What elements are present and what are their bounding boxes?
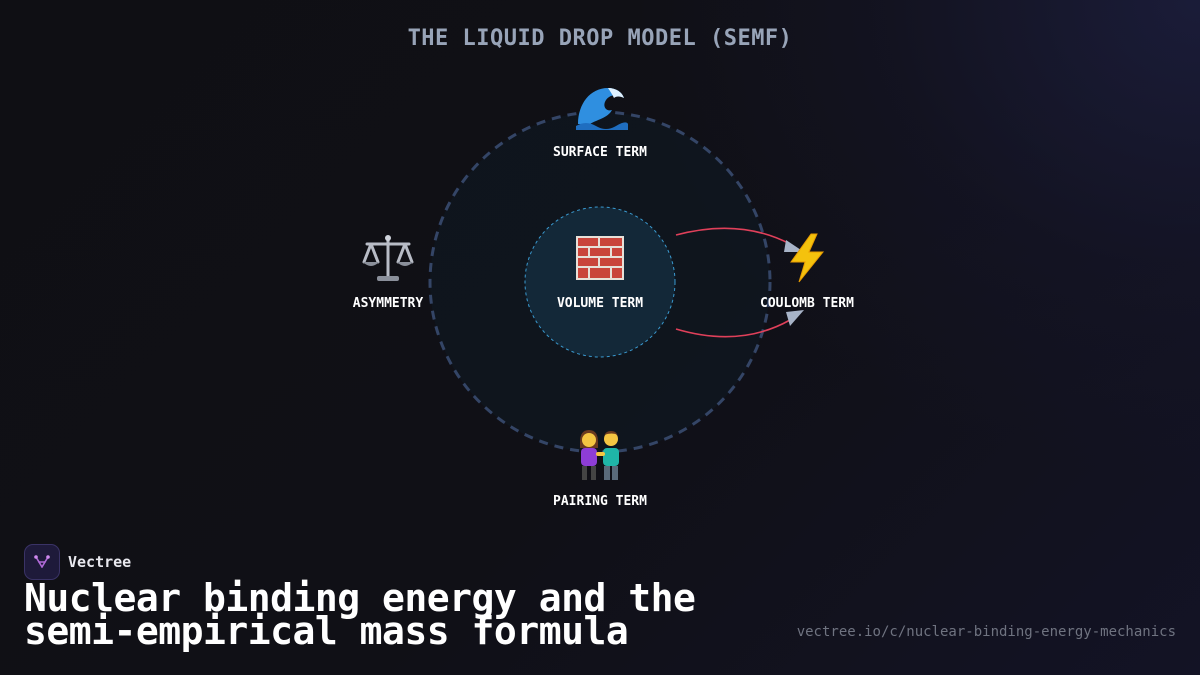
headline-line-1: Nuclear binding energy and the	[24, 576, 696, 620]
brand-name: Vectree	[68, 553, 132, 571]
vectree-logo-icon	[24, 544, 60, 580]
asymmetry-term-label: ASYMMETRY	[353, 296, 424, 311]
brand: Vectree	[24, 544, 131, 580]
source-url: vectree.io/c/nuclear-binding-energy-mech…	[796, 624, 1176, 640]
inner-ring	[524, 206, 676, 358]
edge-volume-coulomb-lower	[675, 319, 791, 338]
surface-term-label: SURFACE TERM	[553, 145, 647, 160]
balance-scale-icon	[358, 231, 418, 285]
diagram-title: THE LIQUID DROP MODEL (SEMF)	[407, 26, 793, 51]
edge-volume-coulomb-upper	[675, 227, 791, 245]
headline: Nuclear binding energy and the semi-empi…	[24, 576, 696, 653]
wave-icon	[570, 80, 630, 134]
brick-icon	[570, 231, 630, 285]
pairing-term-label: PAIRING TERM	[553, 494, 647, 509]
headline-line-2: semi-empirical mass formula	[24, 609, 629, 653]
lightning-icon	[777, 231, 837, 285]
volume-term-label: VOLUME TERM	[557, 296, 643, 311]
arrow-head-lower	[786, 310, 804, 326]
arrow-head-upper	[784, 240, 804, 252]
couple-icon	[570, 428, 630, 482]
coulomb-term-label: COULOMB TERM	[760, 296, 854, 311]
